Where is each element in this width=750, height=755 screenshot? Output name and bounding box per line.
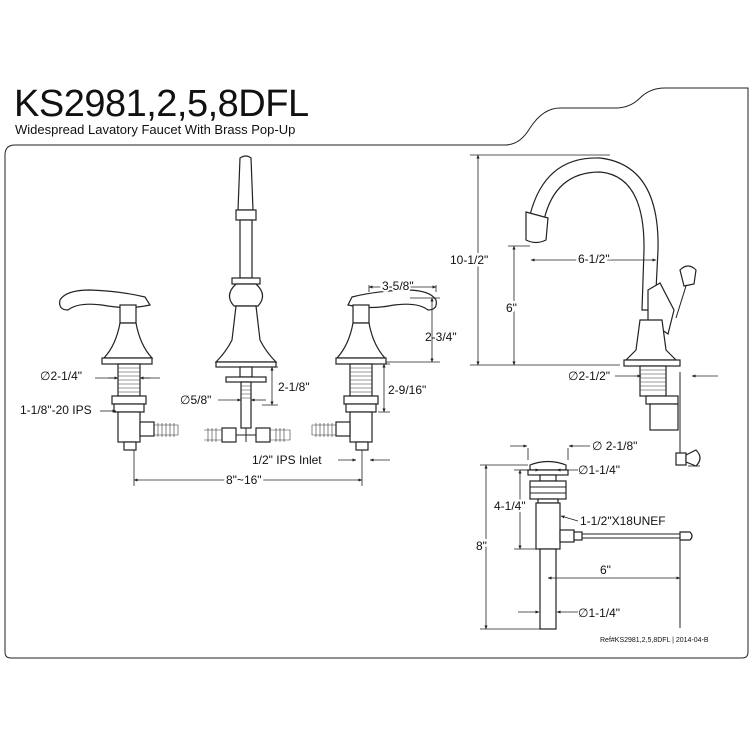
dim-drain-body-len: 4-1/4" xyxy=(494,499,526,513)
left-handle-valve xyxy=(59,289,179,451)
dim-inlet: 1/2" IPS Inlet xyxy=(252,453,322,467)
dim-spread: 8"~16" xyxy=(226,473,262,487)
dim-tailpiece-dia: ∅1-1/4" xyxy=(578,606,620,620)
side-dimensions: 10-1/2" 6-1/2" 6" ∅2-1/2" xyxy=(448,154,718,383)
sheet-border xyxy=(4,87,749,659)
dim-handle-shank-len: 2-9/16" xyxy=(388,383,426,397)
pop-up-drain xyxy=(527,449,701,630)
dim-spout-shank-len: 2-1/8" xyxy=(278,380,310,394)
dim-spout-height: 10-1/2" xyxy=(450,253,488,267)
center-spout xyxy=(204,155,291,443)
dim-drain-flange-dia: ∅ 2-1/8" xyxy=(592,439,637,453)
dim-drain-thread: 1-1/2"X18UNEF xyxy=(580,514,666,528)
dim-handle-shank-dia: ∅2-1/4" xyxy=(40,369,82,383)
dim-drain-top-dia: ∅1-1/4" xyxy=(578,463,620,477)
model-subtitle: Widespread Lavatory Faucet With Brass Po… xyxy=(15,122,296,137)
dim-handle-thread: 1-1/8"-20 IPS xyxy=(20,403,92,417)
drain-dimensions: ∅ 2-1/8" ∅1-1/4" 4-1/4" 1-1/2"X18UNEF 8"… xyxy=(474,439,681,630)
dim-spout-outlet-height: 6" xyxy=(506,301,517,315)
dim-handle-height: 3-5/8" xyxy=(382,279,414,293)
dim-lift-rod-len: 6" xyxy=(600,563,611,577)
dim-handle-riser: 2-3/4" xyxy=(425,330,457,344)
side-view-spout xyxy=(525,157,697,455)
dim-spout-shank-dia: ∅5/8" xyxy=(180,393,211,407)
right-handle-valve xyxy=(311,289,437,451)
front-dimensions: 3-5/8" 2-3/4" ∅2-1/4" 1-1/8"-20 IPS ∅5/8… xyxy=(20,277,457,490)
dim-drain-total-len: 8" xyxy=(476,539,487,553)
dim-spout-base-dia: ∅2-1/2" xyxy=(568,369,610,383)
dim-spout-reach: 6-1/2" xyxy=(578,252,610,266)
model-title: KS2981,2,5,8DFL xyxy=(14,83,309,125)
reference-code: Ref#KS2981,2,5,8DFL | 2014-04-B xyxy=(600,637,709,644)
